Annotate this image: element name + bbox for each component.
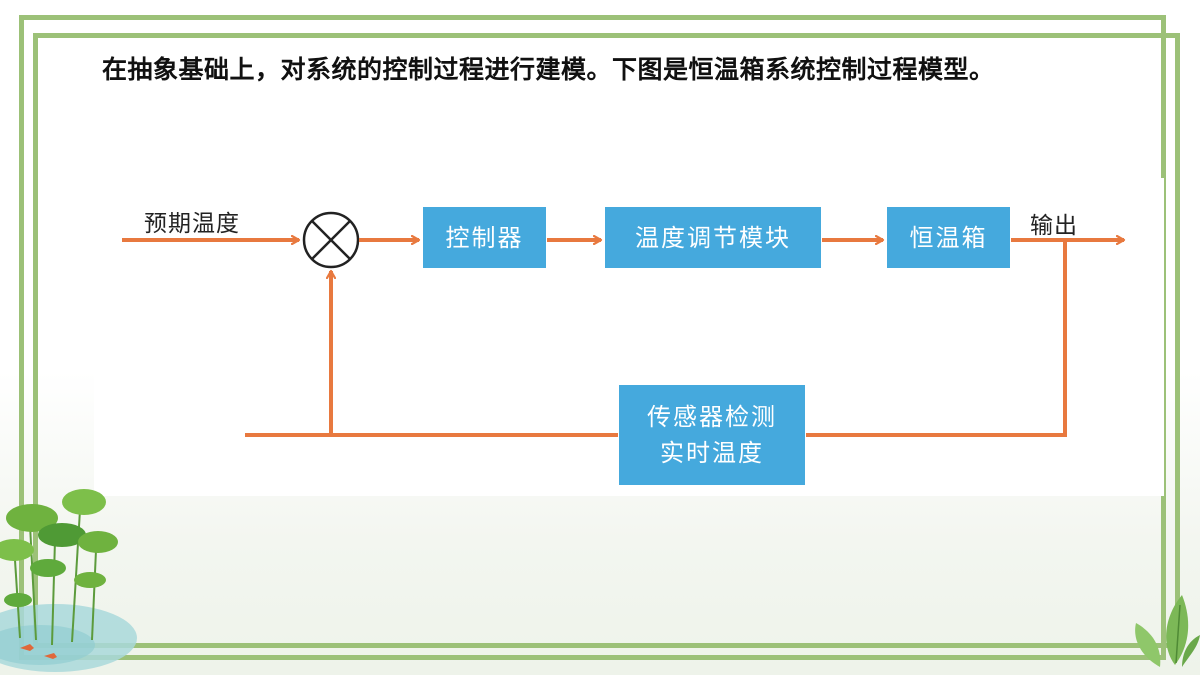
controller-block: 控制器 bbox=[423, 207, 546, 268]
slide-headline: 在抽象基础上，对系统的控制过程进行建模。下图是恒温箱系统控制过程模型。 bbox=[102, 55, 995, 84]
summing-junction bbox=[302, 211, 360, 269]
thermostat-chamber-block: 恒温箱 bbox=[887, 207, 1010, 268]
frame-inner bbox=[33, 33, 1180, 648]
controller-label: 控制器 bbox=[445, 223, 524, 252]
regulator-label: 温度调节模块 bbox=[635, 223, 791, 252]
feedback-path-right bbox=[806, 240, 1067, 437]
sensor-block: 传感器检测 实时温度 bbox=[619, 385, 805, 485]
lily-pad-decoration bbox=[0, 489, 137, 672]
leaf-decoration bbox=[1135, 595, 1200, 667]
chamber-label: 恒温箱 bbox=[909, 223, 988, 252]
output-label: 输出 bbox=[1030, 213, 1078, 239]
sensor-label-line2: 实时温度 bbox=[660, 439, 764, 467]
sensor-label-line1: 传感器检测 bbox=[647, 403, 777, 431]
input-label: 预期温度 bbox=[144, 211, 240, 237]
temperature-regulator-block: 温度调节模块 bbox=[605, 207, 821, 268]
